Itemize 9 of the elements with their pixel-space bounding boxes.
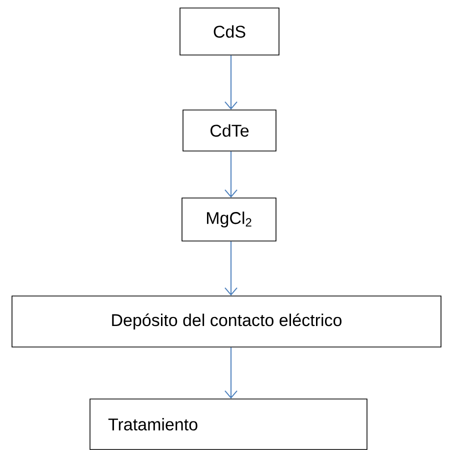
- arrow: [224, 150, 238, 198]
- process-box: CdTe: [182, 110, 276, 152]
- arrow: [224, 240, 238, 296]
- process-box: Tratamiento: [90, 398, 368, 450]
- process-box: CdS: [180, 8, 280, 56]
- arrow: [224, 54, 238, 110]
- process-box: MgCl$_{2}$: [182, 198, 276, 242]
- arrow: [224, 346, 238, 399]
- process-box: Depósito del contacto eléctrico: [12, 296, 442, 348]
